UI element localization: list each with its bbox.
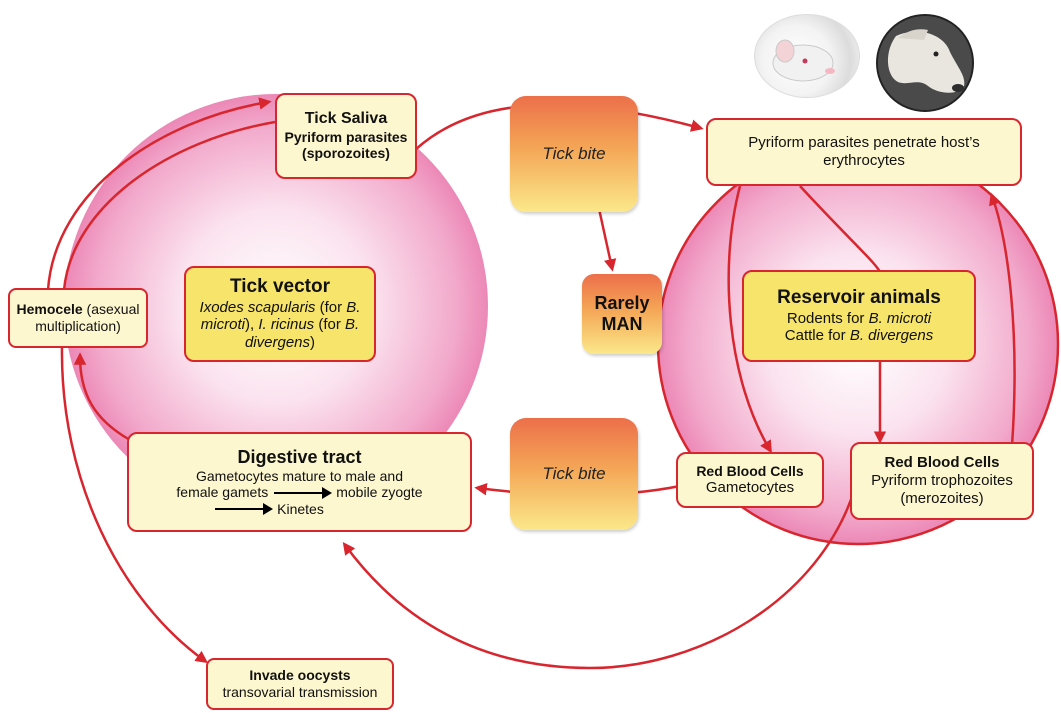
tick-bite-top: Tick bite: [510, 96, 638, 212]
tick-saliva-line1: Pyriform parasites: [284, 128, 408, 145]
pyriform-penetrate-box: Pyriform parasites penetrate host’s eryt…: [706, 118, 1022, 186]
tick-saliva-line2: (sporozoites): [302, 145, 390, 162]
rbc-troph-line2: (merozoites): [900, 489, 984, 507]
digestive-line2b: mobile zyogte: [336, 484, 423, 501]
arrow-penetrate-down: [799, 185, 882, 273]
tick-vector-box: Tick vector Ixodes scapularis (for B. mi…: [184, 266, 376, 362]
rodent-photo: [754, 14, 860, 98]
tick-vector-text-1b: (for: [315, 298, 347, 316]
digestive-line3: Kinetes: [277, 500, 324, 517]
tick-vector-species-1: Ixodes scapularis: [199, 298, 316, 316]
tick-bite-top-label: Tick bite: [542, 144, 606, 163]
reservoir-l2b: B. divergens: [849, 327, 934, 345]
invade-line1: transovarial transmission: [222, 684, 378, 700]
arrow-troph-to-penetrate: [989, 192, 1016, 447]
tick-vector-text-3a: divergens: [244, 334, 311, 352]
rbc-troph-line1: Pyriform trophozoites: [871, 472, 1013, 490]
tick-bite-bottom: Tick bite: [510, 418, 638, 530]
pyriform-line2: erythrocytes: [823, 152, 905, 169]
digestive-tract-box: Digestive tract Gametocytes mature to ma…: [127, 432, 472, 532]
tick-vector-text-2a: microti: [200, 316, 245, 334]
tick-vector-title: Tick vector: [230, 276, 330, 298]
digestive-line1: Gametocytes mature to male and: [196, 467, 403, 484]
tick-vector-text-1c: B.: [346, 298, 361, 316]
reservoir-l2a: Cattle for: [784, 327, 850, 345]
reservoir-l1b: B. microti: [868, 309, 932, 327]
reservoir-animals-box: Reservoir animals Rodents for B. microti…: [742, 270, 976, 362]
cattle-icon: [878, 16, 972, 110]
arrow-hemocele-to-saliva-inner: [62, 120, 276, 291]
invade-oocysts-box: Invade oocysts transovarial transmission: [206, 658, 394, 710]
tick-saliva-box: Tick Saliva Pyriform parasites (sporozoi…: [275, 93, 417, 179]
rarely-man-box: Rarely MAN: [582, 274, 662, 354]
invade-title: Invade oocysts: [249, 667, 351, 684]
arrow-right-icon: [215, 503, 274, 516]
arrow-hemocele-to-oocysts: [60, 345, 209, 664]
rodent-icon: [772, 39, 835, 82]
tick-vector-text-2e: B.: [345, 316, 360, 334]
arrow-right-icon: [274, 486, 333, 499]
rbc-gametocytes-title: Red Blood Cells: [696, 462, 804, 479]
arrow-hemocele-to-saliva: [46, 97, 272, 291]
pyriform-line1: Pyriform parasites penetrate host’s: [748, 134, 980, 152]
arrow-to-gametocytes: [727, 185, 772, 454]
hemocele-box: Hemocele (asexual multiplication): [8, 288, 148, 348]
rbc-trophozoites-box: Red Blood Cells Pyriform trophozoites (m…: [850, 442, 1034, 520]
digestive-line2a: female gamets: [176, 484, 269, 501]
arrow-troph-to-digestive: [342, 487, 857, 670]
tick-vector-text-2b: ),: [244, 316, 259, 334]
reservoir-title: Reservoir animals: [777, 287, 941, 309]
tick-vector-species-2: I. ricinus: [258, 316, 315, 334]
hemocele-rest1: (asexual: [82, 301, 140, 318]
rbc-gametocytes-line1: Gametocytes: [705, 479, 795, 497]
cattle-photo: [876, 14, 974, 112]
arrow-digestive-to-hemocele: [73, 352, 131, 442]
tick-saliva-title: Tick Saliva: [304, 110, 388, 128]
tick-vector-text-2d: (for: [314, 316, 346, 334]
hemocele-title: Hemocele: [16, 301, 83, 318]
reservoir-l1a: Rodents for: [786, 309, 869, 327]
rarely-man-line1: Rarely: [594, 293, 650, 314]
tick-bite-bottom-label: Tick bite: [542, 464, 606, 483]
rarely-man-line2: MAN: [601, 314, 643, 334]
digestive-title: Digestive tract: [237, 446, 362, 467]
rbc-troph-title: Red Blood Cells: [884, 454, 1000, 472]
tick-vector-text-3b: ): [310, 334, 316, 352]
hemocele-rest2: multiplication): [35, 318, 121, 334]
rbc-gametocytes-box: Red Blood Cells Gametocytes: [676, 452, 824, 508]
